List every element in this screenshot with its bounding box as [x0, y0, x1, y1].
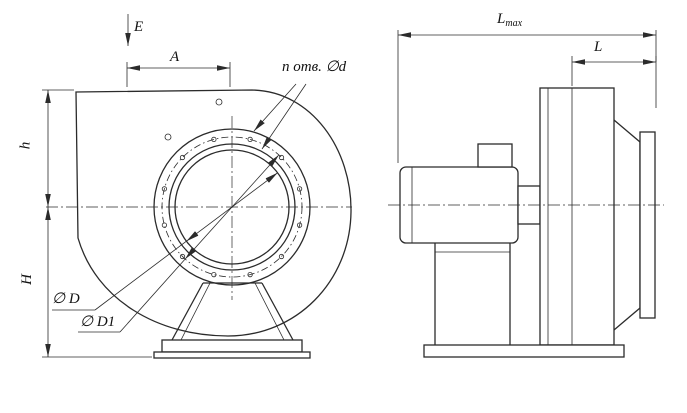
dimension-h-total: [42, 207, 152, 358]
bolt-holes: [161, 136, 303, 278]
side-view: [388, 30, 664, 358]
dimension-h: [42, 89, 74, 207]
inlet-flange: [639, 131, 656, 319]
leader-dia-d1: [78, 154, 280, 333]
housing-side: [539, 87, 615, 346]
front-view: [42, 14, 352, 359]
dimension-l-max: [397, 30, 657, 163]
leader-bolt-holes: [253, 83, 307, 150]
label-l: L: [594, 39, 603, 55]
dimension-a: [126, 62, 231, 87]
side-base-plate: [423, 344, 625, 358]
label-h: h: [17, 141, 34, 150]
label-a: A: [170, 49, 180, 65]
dimension-l: [571, 56, 657, 86]
label-h-total: H: [18, 274, 35, 285]
label-dia-d1: ∅ D1: [80, 314, 116, 330]
casing-rivets: [164, 98, 223, 141]
pedestal: [171, 282, 294, 341]
label-l-max: Lmax: [497, 12, 522, 29]
label-l-max-main: L: [497, 11, 506, 27]
motor: [399, 143, 541, 244]
motor-terminal-box: [477, 143, 513, 168]
label-holes-note: n отв. ∅d: [282, 59, 347, 75]
label-e: E: [134, 19, 144, 35]
motor-stand: [434, 243, 511, 345]
label-dia-d: ∅ D: [52, 291, 80, 307]
front-base-plate: [153, 339, 311, 359]
label-l-max-sub: max: [505, 18, 523, 29]
inlet-collector: [613, 119, 656, 331]
